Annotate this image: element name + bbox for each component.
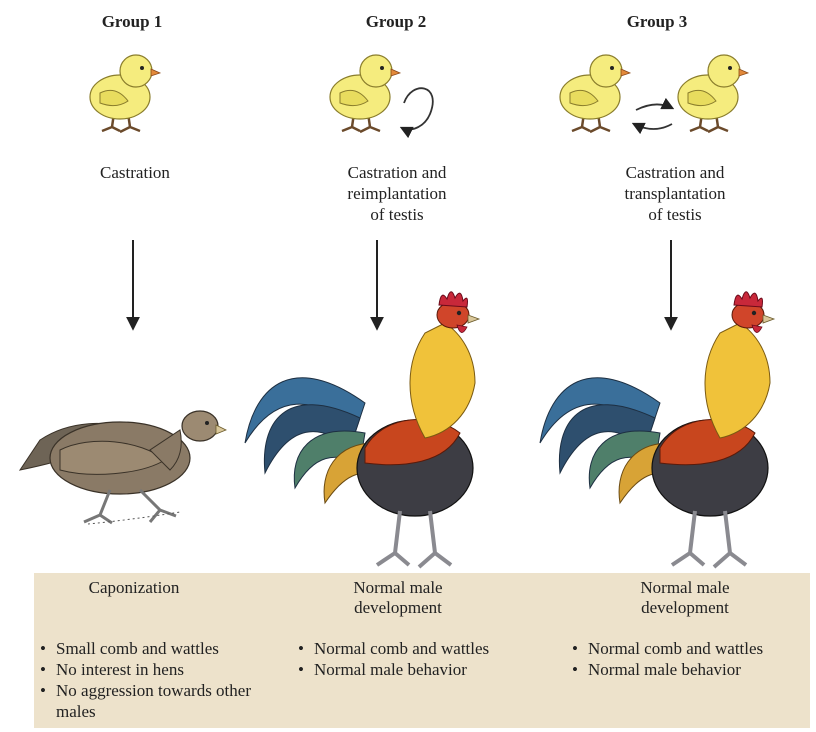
reimplant-arrow-icon [399, 87, 434, 139]
effect-item: Normal comb and wattles [572, 638, 807, 659]
group-3-outcome: Normal male development [575, 578, 795, 618]
chick-illustration-recipient [676, 53, 750, 134]
procedure-line: reimplantation [347, 184, 447, 203]
group-3-effects: Normal comb and wattles Normal male beha… [572, 638, 807, 680]
outcome-line: Caponization [88, 578, 180, 597]
group-3-procedure: Castration and transplantation of testis [565, 162, 785, 225]
procedure-line: transplantation [624, 184, 726, 203]
group-2-procedure: Castration and reimplantation of testis [287, 162, 507, 225]
procedure-line: Castration [100, 163, 170, 182]
group-1-outcome: Caponization [24, 578, 244, 598]
transplant-arrow-icon [631, 122, 673, 135]
outcome-line: Normal male [353, 578, 443, 597]
effect-item: No aggression towards other males [40, 680, 255, 722]
group-2-outcome: Normal male development [288, 578, 508, 618]
effect-item: Normal male behavior [572, 659, 807, 680]
procedure-line: of testis [648, 205, 702, 224]
effect-item: Normal male behavior [298, 659, 548, 680]
transplant-arrow-icon [635, 97, 675, 111]
group-2-effects: Normal comb and wattles Normal male beha… [298, 638, 548, 680]
effect-item: Normal comb and wattles [298, 638, 548, 659]
chick-illustration [328, 53, 402, 134]
group-1-title: Group 1 [101, 12, 163, 31]
rooster-illustration [243, 289, 481, 569]
effect-item: Small comb and wattles [40, 638, 255, 659]
procedure-line: Castration and [625, 163, 725, 182]
chick-illustration [88, 53, 162, 134]
procedure-line: Castration and [347, 163, 447, 182]
outcome-line: development [354, 598, 442, 617]
capon-illustration [18, 410, 227, 525]
outcome-line: development [641, 598, 729, 617]
group-2-title: Group 2 [365, 12, 427, 31]
rooster-illustration [538, 289, 776, 569]
outcome-line: Normal male [640, 578, 730, 597]
group-1-effects: Small comb and wattles No interest in he… [40, 638, 255, 722]
effect-item: No interest in hens [40, 659, 255, 680]
procedure-line: of testis [370, 205, 424, 224]
group-1-procedure: Castration [25, 162, 245, 183]
group-3-title: Group 3 [626, 12, 688, 31]
chick-illustration-donor [558, 53, 632, 134]
